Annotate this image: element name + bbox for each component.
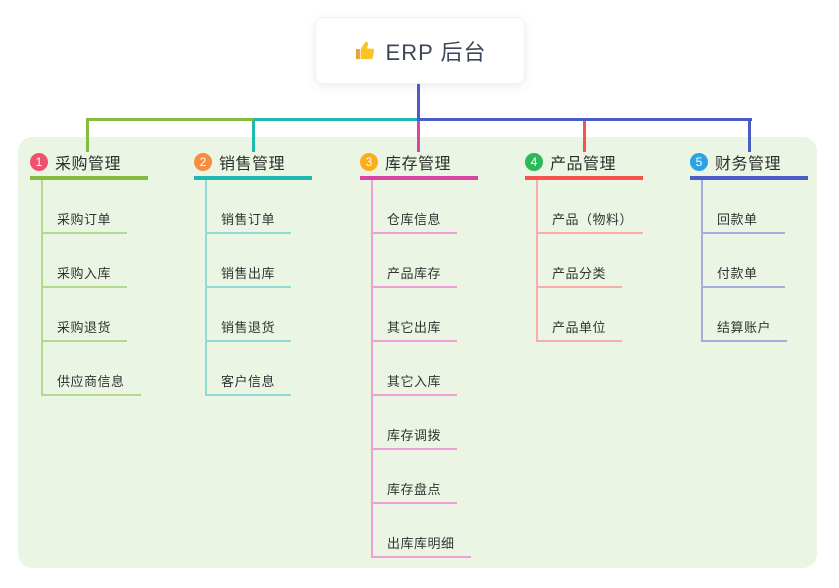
child-row: 销售订单: [207, 180, 312, 234]
branch-connector: [86, 121, 89, 152]
child-node[interactable]: 结算账户: [703, 317, 788, 342]
child-row: 产品单位: [538, 288, 643, 342]
child-row: 产品分类: [538, 234, 643, 288]
child-node[interactable]: 产品单位: [538, 317, 623, 342]
branch-connector: [417, 121, 420, 152]
child-node[interactable]: 库存调拨: [373, 425, 458, 450]
child-node[interactable]: 采购入库: [43, 263, 128, 288]
child-node[interactable]: 供应商信息: [43, 371, 141, 396]
branch-number-badge: 3: [360, 153, 378, 171]
branch-connector: [252, 121, 255, 152]
branch-label: 财务管理: [715, 156, 782, 173]
branch-number-badge: 4: [525, 153, 543, 171]
child-node[interactable]: 回款单: [703, 209, 785, 234]
child-node[interactable]: 付款单: [703, 263, 785, 288]
child-node[interactable]: 其它入库: [373, 371, 458, 396]
branch-销售管理: 2 销售管理销售订单销售出库销售退货客户信息: [194, 150, 312, 396]
child-row: 采购入库: [43, 234, 148, 288]
root-node[interactable]: ERP 后台: [315, 17, 525, 84]
child-node[interactable]: 出库库明细: [373, 533, 471, 558]
bus-segment: [417, 118, 752, 121]
bus-segment: [86, 118, 254, 121]
root-connector: [417, 84, 420, 121]
child-node[interactable]: 产品（物料）: [538, 209, 643, 234]
branch-label: 产品管理: [550, 156, 617, 173]
branch-children: 销售订单销售出库销售退货客户信息: [205, 180, 312, 396]
child-row: 库存调拨: [373, 396, 478, 450]
branch-children: 回款单付款单结算账户: [701, 180, 808, 342]
branch-children: 仓库信息产品库存其它出库其它入库库存调拨库存盘点出库库明细: [371, 180, 478, 558]
child-node[interactable]: 采购退货: [43, 317, 128, 342]
child-row: 回款单: [703, 180, 808, 234]
child-row: 产品（物料）: [538, 180, 643, 234]
child-node[interactable]: 客户信息: [207, 371, 292, 396]
branch-number-badge: 1: [30, 153, 48, 171]
branch-node[interactable]: 2 销售管理: [194, 150, 312, 180]
child-row: 付款单: [703, 234, 808, 288]
child-row: 销售退货: [207, 288, 312, 342]
child-node[interactable]: 销售出库: [207, 263, 292, 288]
bus-segment: [253, 118, 419, 121]
child-node[interactable]: 销售订单: [207, 209, 292, 234]
branch-node[interactable]: 5 财务管理: [690, 150, 808, 180]
child-row: 销售出库: [207, 234, 312, 288]
branch-node[interactable]: 4 产品管理: [525, 150, 643, 180]
child-row: 采购订单: [43, 180, 148, 234]
branch-label: 采购管理: [55, 156, 122, 173]
child-row: 其它入库: [373, 342, 478, 396]
child-row: 采购退货: [43, 288, 148, 342]
branch-node[interactable]: 3 库存管理: [360, 150, 478, 180]
child-row: 产品库存: [373, 234, 478, 288]
branch-node[interactable]: 1 采购管理: [30, 150, 148, 180]
child-node[interactable]: 采购订单: [43, 209, 128, 234]
child-node[interactable]: 其它出库: [373, 317, 458, 342]
branch-财务管理: 5 财务管理回款单付款单结算账户: [690, 150, 808, 342]
child-node[interactable]: 库存盘点: [373, 479, 458, 504]
child-row: 仓库信息: [373, 180, 478, 234]
branch-label: 库存管理: [385, 156, 452, 173]
branches-panel: [18, 137, 817, 568]
branch-产品管理: 4 产品管理产品（物料） 产品分类产品单位: [525, 150, 643, 342]
branch-number-badge: 5: [690, 153, 708, 171]
child-node[interactable]: 产品库存: [373, 263, 458, 288]
branch-connector: [748, 121, 751, 152]
child-row: 其它出库: [373, 288, 478, 342]
thumbs-up-icon: [354, 39, 377, 62]
child-row: 供应商信息: [43, 342, 148, 396]
branch-采购管理: 1 采购管理采购订单采购入库采购退货供应商信息: [30, 150, 148, 396]
child-node[interactable]: 产品分类: [538, 263, 623, 288]
root-label: ERP 后台: [385, 39, 487, 65]
child-row: 出库库明细: [373, 504, 478, 558]
branch-number-badge: 2: [194, 153, 212, 171]
child-row: 结算账户: [703, 288, 808, 342]
branch-children: 采购订单采购入库采购退货供应商信息: [41, 180, 148, 396]
child-row: 库存盘点: [373, 450, 478, 504]
branch-label: 销售管理: [219, 156, 286, 173]
child-node[interactable]: 销售退货: [207, 317, 292, 342]
branch-库存管理: 3 库存管理仓库信息产品库存其它出库其它入库库存调拨库存盘点出库库明细: [360, 150, 478, 558]
child-node[interactable]: 仓库信息: [373, 209, 458, 234]
branch-children: 产品（物料） 产品分类产品单位: [536, 180, 643, 342]
branch-connector: [583, 121, 586, 152]
child-row: 客户信息: [207, 342, 312, 396]
